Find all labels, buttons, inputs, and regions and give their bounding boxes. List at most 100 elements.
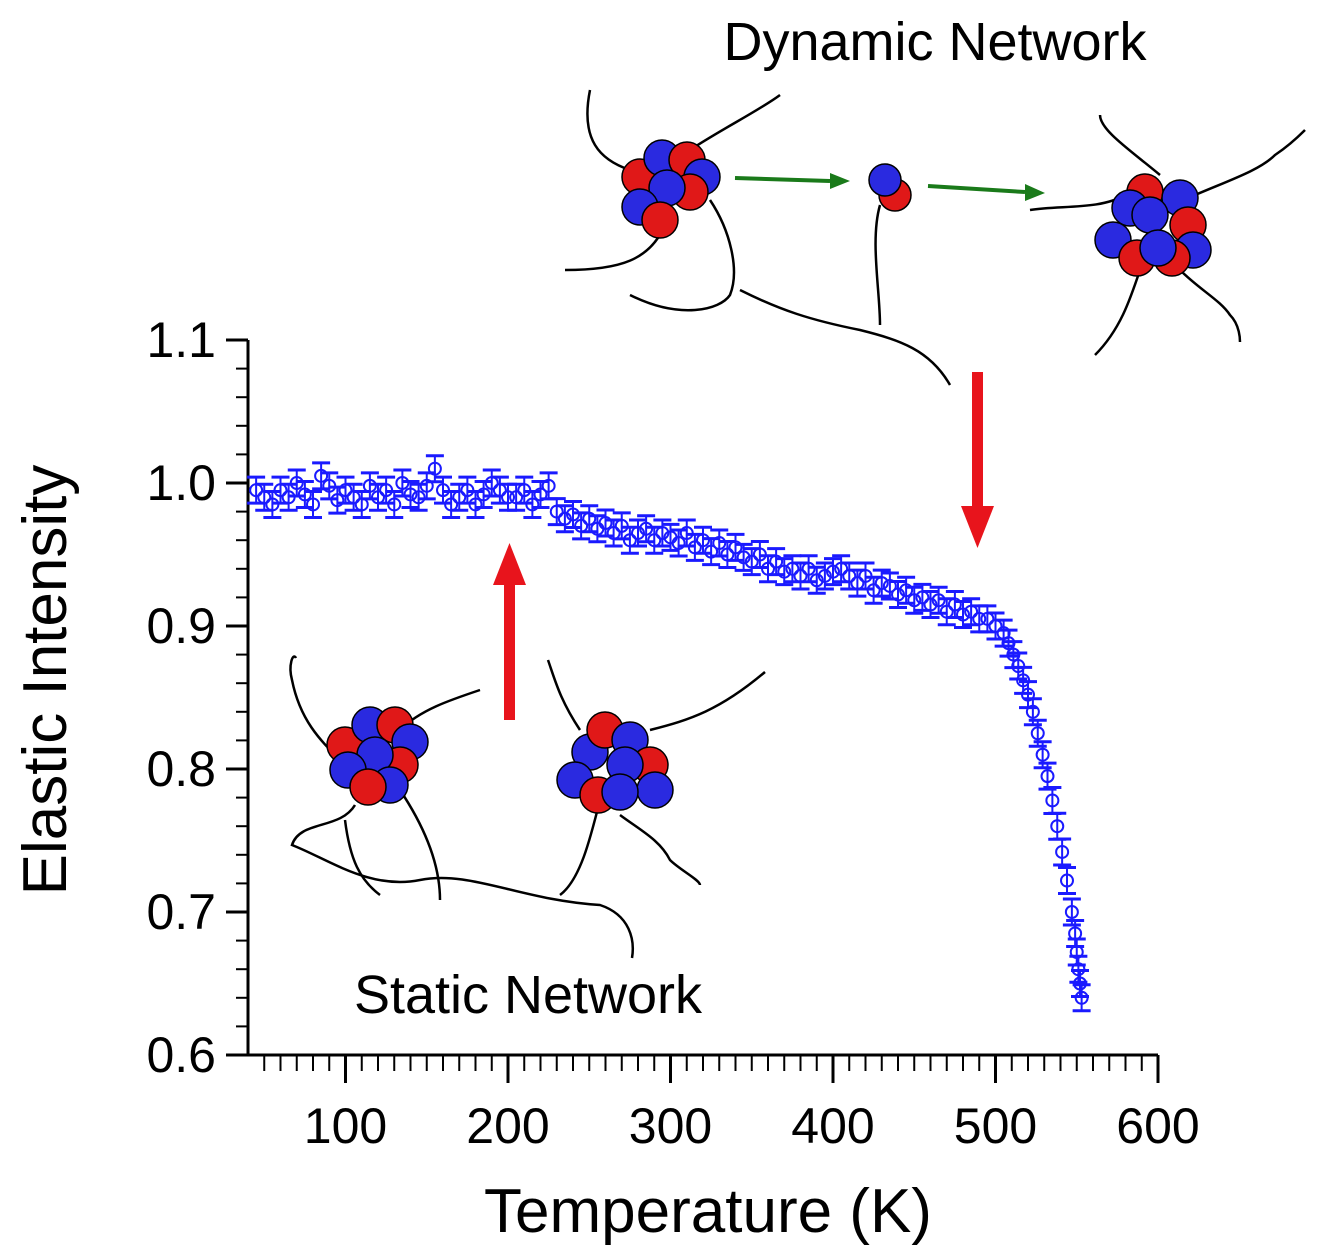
data-series (247, 454, 1091, 1013)
data-point (637, 514, 656, 544)
data-point (360, 471, 379, 501)
cluster-left (326, 706, 429, 806)
x-axis-label: Temperature (K) (484, 1177, 932, 1246)
data-point (1072, 983, 1091, 1013)
data-point (1048, 811, 1067, 841)
data-point (1058, 866, 1076, 896)
green-arrow-icon (927, 184, 1045, 201)
data-point (328, 485, 347, 515)
data-point (1038, 761, 1057, 791)
data-point (369, 482, 387, 512)
data-point (523, 489, 542, 519)
data-point (1023, 697, 1042, 727)
arrow-up-icon (493, 543, 526, 720)
data-point (1053, 837, 1072, 867)
data-point (255, 482, 274, 512)
data-point (515, 475, 534, 505)
x-tick-label: 400 (791, 1098, 874, 1154)
data-point (295, 479, 314, 509)
data-point (344, 482, 363, 512)
data-point (848, 568, 867, 598)
data-point (645, 525, 664, 555)
arrow-down-icon (961, 372, 994, 548)
y-tick-label: 0.9 (146, 598, 216, 654)
data-point (572, 511, 591, 541)
x-ticks: 100 200 300 400 500 600 (263, 1055, 1200, 1154)
data-point (499, 482, 517, 512)
dynamic-network-label: Dynamic Network (723, 12, 1147, 72)
data-point (1019, 680, 1037, 710)
cluster-dynamic-right (1094, 173, 1212, 277)
data-point (466, 489, 485, 519)
x-tick-label: 100 (304, 1098, 387, 1154)
static-network-illustration: Static Network (289, 655, 766, 1025)
data-point (799, 554, 818, 584)
data-point (929, 585, 948, 615)
data-point (1028, 718, 1047, 748)
data-point (986, 611, 1005, 641)
data-point (945, 590, 964, 620)
y-tick-label: 0.8 (146, 741, 216, 797)
y-tick-label: 0.7 (146, 884, 216, 940)
data-point (880, 571, 899, 601)
y-axis-label: Elastic Intensity (11, 465, 80, 896)
data-point (742, 547, 761, 577)
data-point (669, 528, 688, 558)
data-point (247, 475, 266, 505)
x-tick-label: 200 (466, 1098, 549, 1154)
data-point (970, 604, 989, 634)
y-tick-label: 1.0 (146, 455, 216, 511)
data-point (791, 561, 810, 591)
single-unit (868, 163, 912, 212)
data-point (596, 508, 615, 538)
data-point (547, 497, 566, 527)
data-point (685, 532, 704, 562)
data-point (539, 471, 558, 501)
y-ticks: 0.6 0.7 0.8 0.9 1.0 1.1 (146, 312, 248, 1083)
dynamic-network-illustration: Dynamic Network (564, 12, 1306, 386)
data-point (718, 540, 737, 569)
data-point (978, 604, 997, 634)
data-point (954, 600, 972, 630)
green-arrow-icon (734, 173, 850, 189)
x-tick-label: 500 (954, 1098, 1037, 1154)
x-tick-label: 300 (629, 1098, 712, 1154)
data-point (287, 468, 306, 498)
data-point (564, 499, 582, 529)
data-point (352, 489, 371, 519)
data-point (393, 468, 412, 498)
y-tick-label: 0.6 (146, 1027, 216, 1083)
data-point (490, 475, 509, 505)
data-point (759, 554, 777, 584)
data-point (767, 547, 786, 577)
data-point (336, 475, 355, 505)
data-point (937, 597, 956, 627)
axes (246, 340, 1158, 1057)
data-point (604, 518, 623, 548)
data-point (482, 468, 501, 498)
x-tick-label: 600 (1116, 1098, 1199, 1154)
data-point (694, 525, 712, 555)
data-point (409, 482, 428, 512)
polymer-chains (564, 89, 1306, 386)
y-tick-label: 1.1 (146, 312, 216, 368)
data-point (450, 482, 469, 512)
data-point (531, 479, 550, 509)
cluster-right (556, 711, 674, 814)
data-point (474, 479, 493, 509)
cluster-dynamic-left (621, 139, 721, 239)
data-point (507, 482, 526, 512)
data-point (807, 565, 826, 595)
data-point (897, 575, 916, 605)
data-point (312, 461, 331, 491)
data-point (726, 532, 745, 562)
data-point (1043, 785, 1062, 815)
data-point (1067, 937, 1086, 967)
data-point (840, 561, 859, 591)
data-point (580, 504, 599, 534)
data-point (304, 489, 322, 519)
data-point (702, 537, 721, 567)
data-point (710, 528, 729, 558)
data-point (417, 471, 436, 501)
